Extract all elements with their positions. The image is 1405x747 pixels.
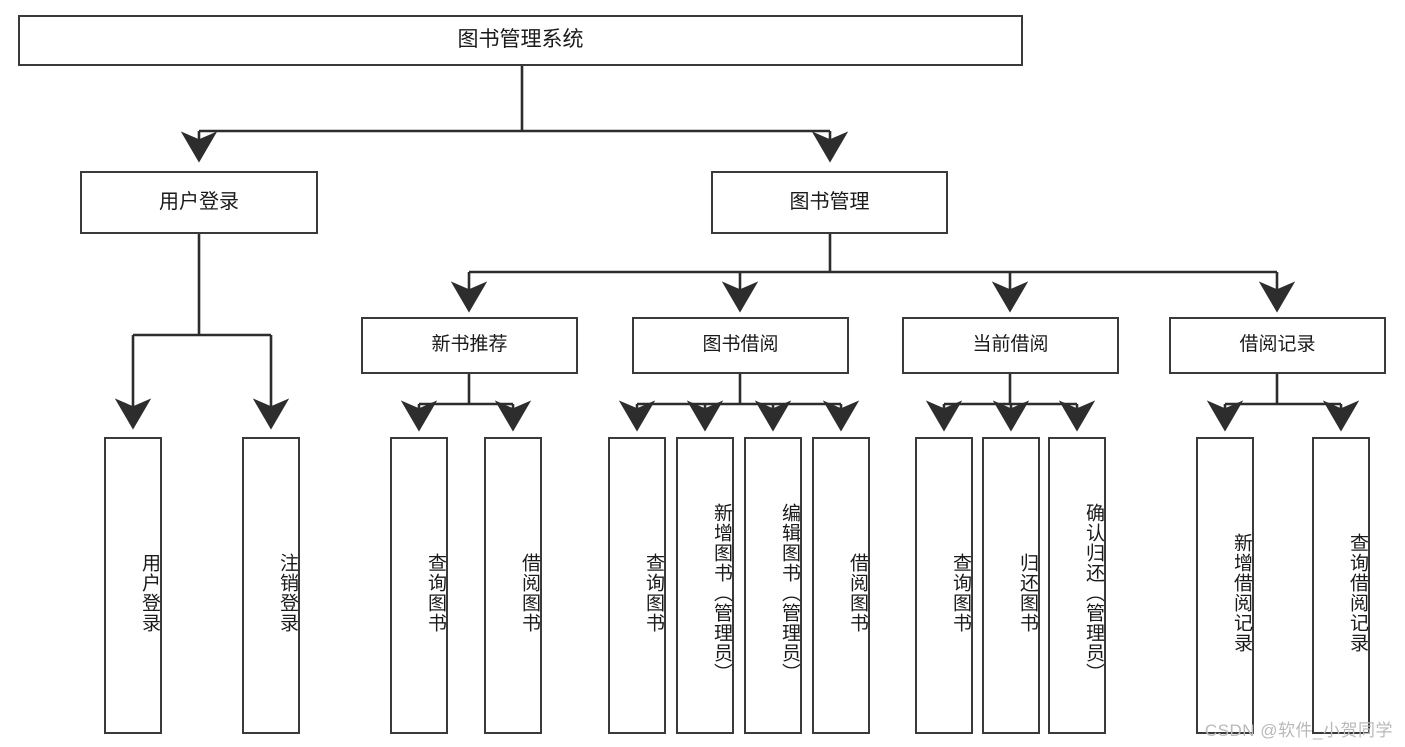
node-leaf-query-book-1[interactable]: 查询图书 <box>390 437 448 734</box>
node-label: 图书管理 <box>789 190 870 213</box>
node-leaf-logout[interactable]: 注销登录 <box>242 437 300 734</box>
node-label: 用户登录 <box>139 552 160 633</box>
csdn-watermark: CSDN @软件_小贺同学 <box>1204 721 1393 740</box>
node-label: 编辑图书（管理员） <box>779 502 800 683</box>
node-current-borrow[interactable]: 当前借阅 <box>902 317 1119 374</box>
node-label: 借阅记录 <box>1239 334 1316 356</box>
node-label: 归还图书 <box>1017 552 1038 633</box>
node-label: 借阅图书 <box>519 552 540 633</box>
node-label: 图书管理系统 <box>457 28 584 52</box>
node-root-system[interactable]: 图书管理系统 <box>18 15 1023 66</box>
node-leaf-return-book[interactable]: 归还图书 <box>982 437 1040 734</box>
node-label: 借阅图书 <box>847 552 868 633</box>
node-label: 新增借阅记录 <box>1231 532 1252 653</box>
node-leaf-borrow-book-2[interactable]: 借阅图书 <box>812 437 870 734</box>
node-leaf-edit-book[interactable]: 编辑图书（管理员） <box>744 437 802 734</box>
node-label: 新书推荐 <box>431 334 508 356</box>
node-label: 确认归还（管理员） <box>1083 502 1104 683</box>
node-label: 查询借阅记录 <box>1347 532 1368 653</box>
node-leaf-confirm-return[interactable]: 确认归还（管理员） <box>1048 437 1106 734</box>
node-label: 图书借阅 <box>702 334 779 356</box>
node-book-borrow[interactable]: 图书借阅 <box>632 317 849 374</box>
node-label: 当前借阅 <box>972 334 1049 356</box>
node-label: 查询图书 <box>950 552 971 633</box>
node-leaf-query-book-2[interactable]: 查询图书 <box>608 437 666 734</box>
node-label: 新增图书（管理员） <box>711 502 732 683</box>
node-label: 注销登录 <box>277 552 298 633</box>
node-leaf-add-record[interactable]: 新增借阅记录 <box>1196 437 1254 734</box>
node-user-login[interactable]: 用户登录 <box>80 171 318 234</box>
node-leaf-query-book-3[interactable]: 查询图书 <box>915 437 973 734</box>
node-book-manage[interactable]: 图书管理 <box>711 171 948 234</box>
node-borrow-record[interactable]: 借阅记录 <box>1169 317 1386 374</box>
node-label: 用户登录 <box>159 190 239 213</box>
node-label: 查询图书 <box>643 552 664 633</box>
node-leaf-query-record[interactable]: 查询借阅记录 <box>1312 437 1370 734</box>
node-leaf-borrow-book-1[interactable]: 借阅图书 <box>484 437 542 734</box>
node-label: 查询图书 <box>425 552 446 633</box>
node-new-book-recommend[interactable]: 新书推荐 <box>361 317 578 374</box>
node-leaf-user-login[interactable]: 用户登录 <box>104 437 162 734</box>
node-leaf-add-book[interactable]: 新增图书（管理员） <box>676 437 734 734</box>
